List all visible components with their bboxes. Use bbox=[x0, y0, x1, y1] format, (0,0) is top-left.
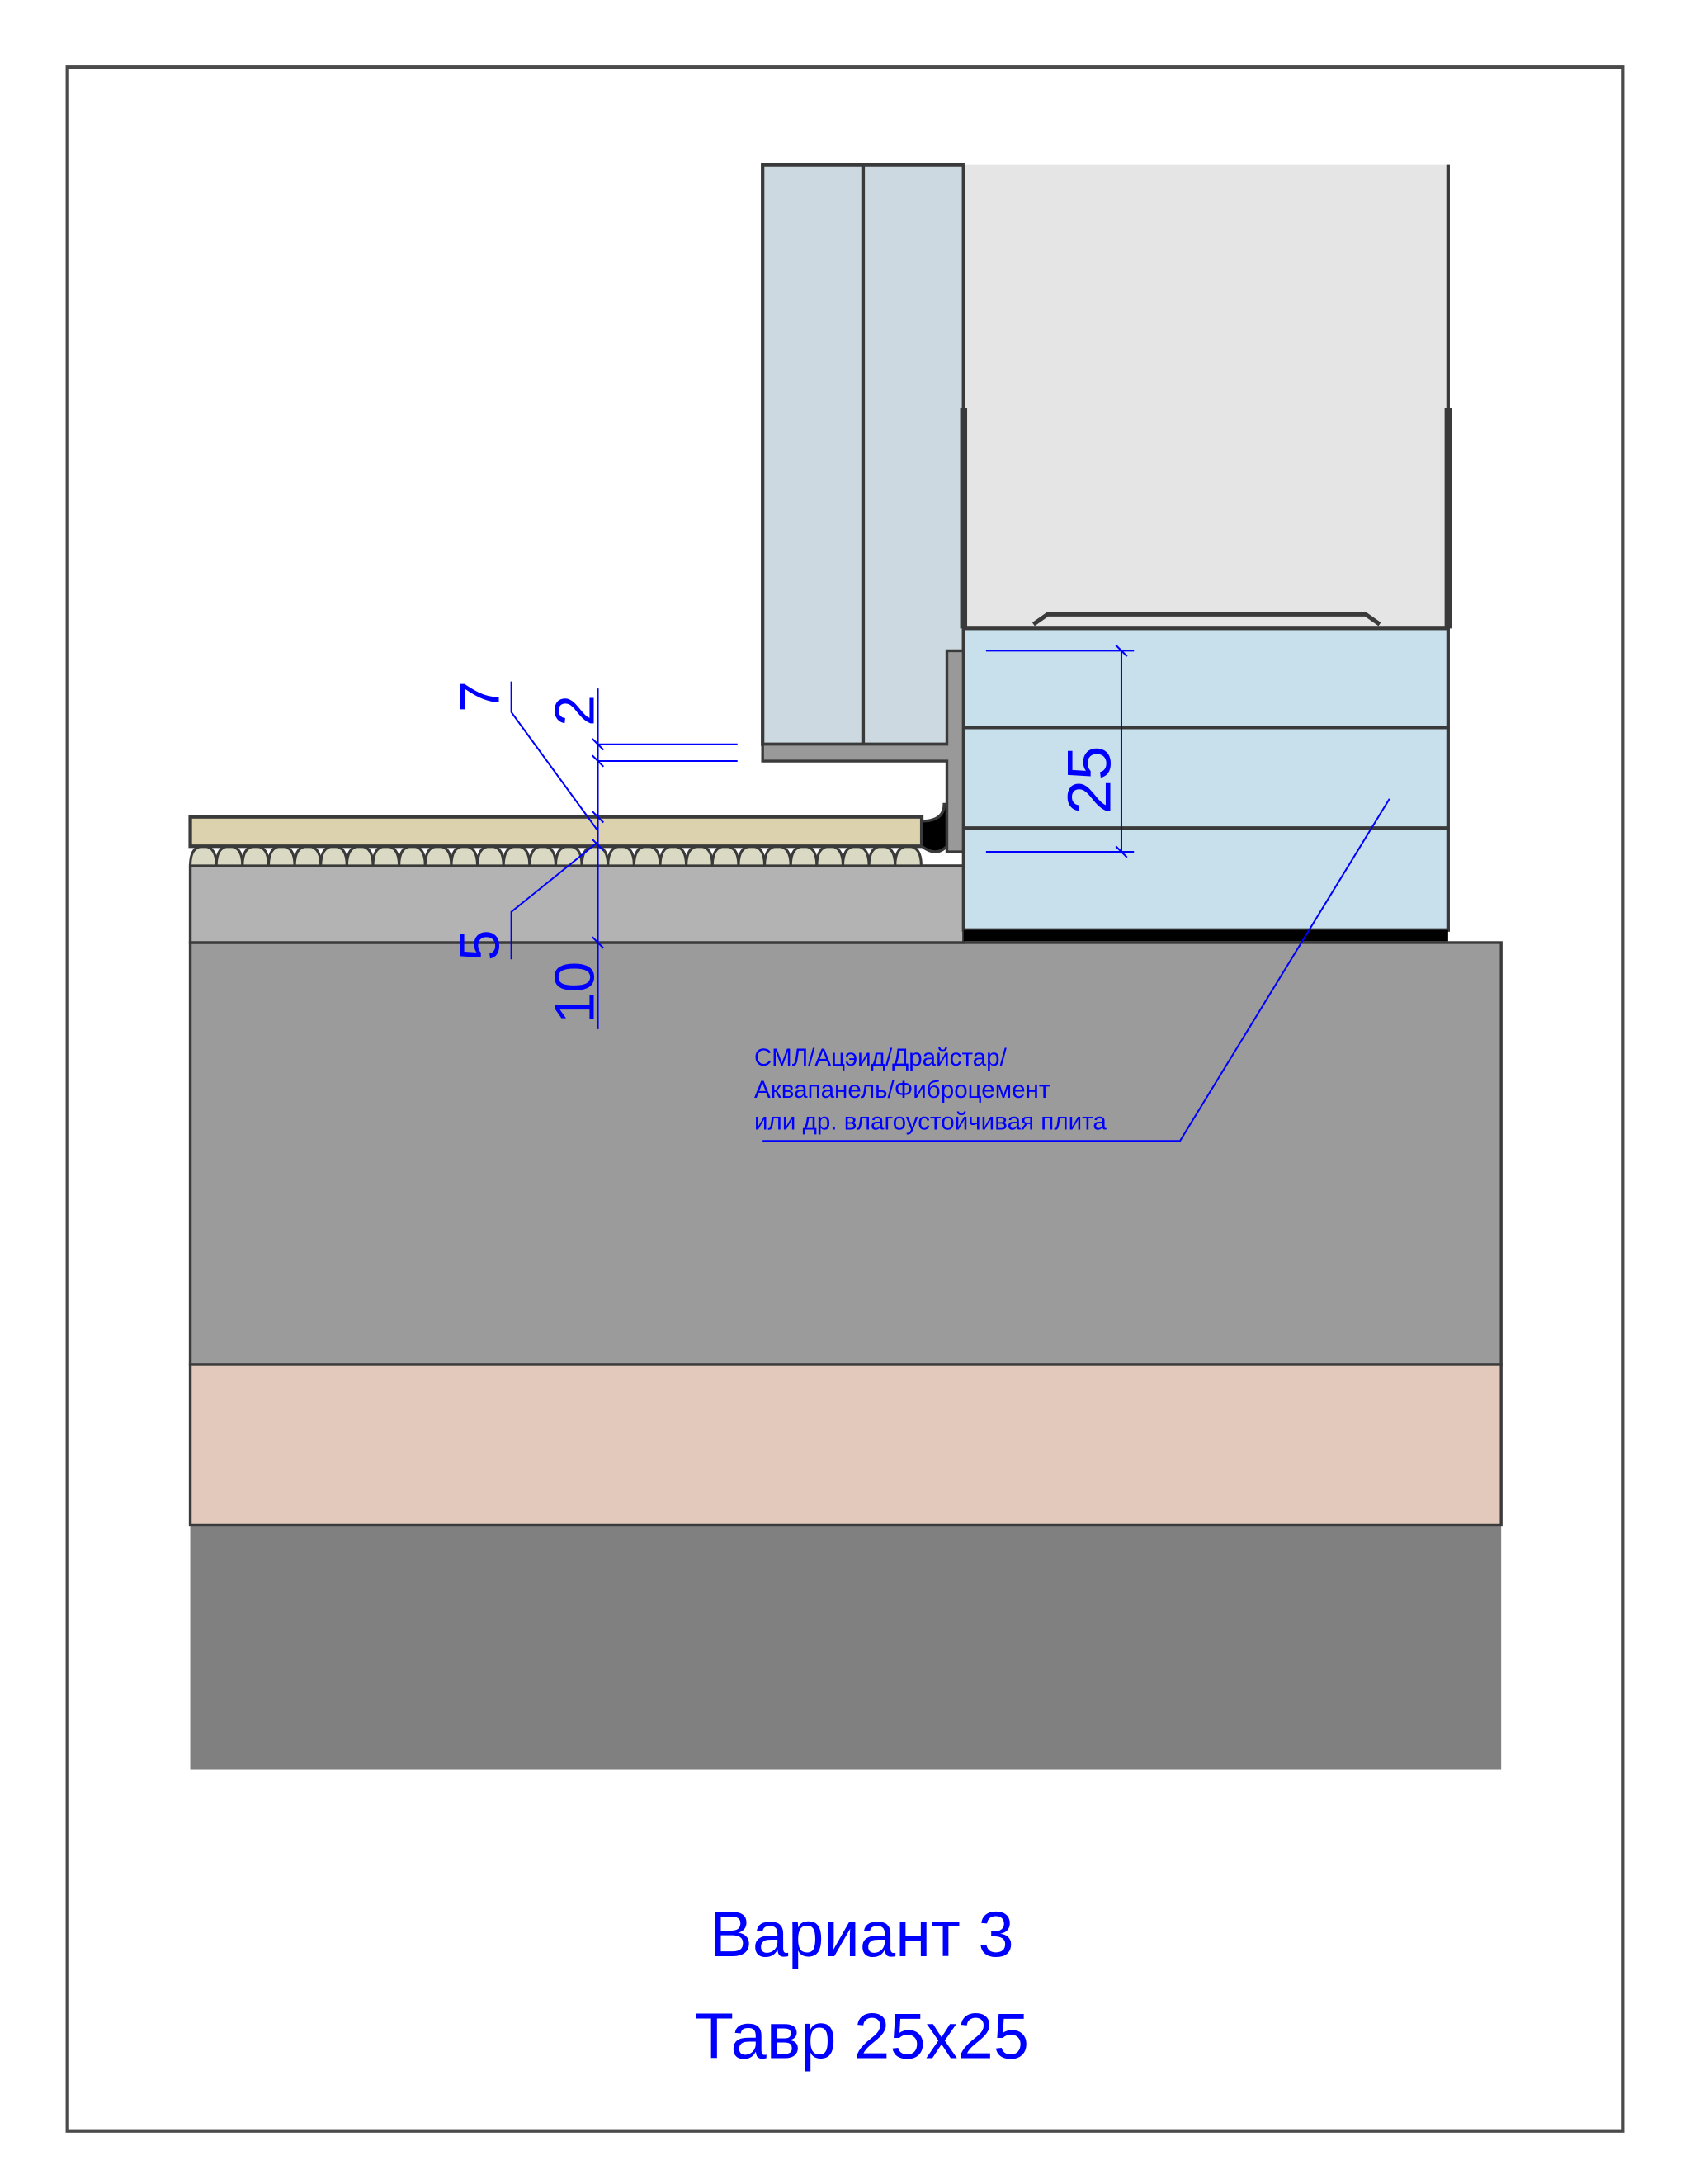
adhesive-bump bbox=[580, 844, 610, 867]
adhesive-bump bbox=[737, 844, 767, 867]
adhesive-bump bbox=[215, 844, 244, 867]
adhesive-bump bbox=[423, 844, 453, 867]
dim-25: 25 bbox=[1055, 746, 1123, 815]
drawing-frame bbox=[65, 65, 1625, 2133]
base-layer bbox=[190, 1525, 1502, 1770]
adhesive-bump bbox=[319, 844, 348, 867]
note-line-1: СМЛ/Ацэид/Драйстар/ bbox=[754, 1044, 1008, 1071]
note-line-2: Аквапанель/Фиброцемент bbox=[754, 1076, 1050, 1104]
dim-2: 2 bbox=[544, 695, 606, 726]
adhesive-bump bbox=[450, 844, 479, 867]
base-profile bbox=[1031, 612, 1381, 626]
dim-10: 10 bbox=[544, 962, 606, 1023]
adhesive-bump bbox=[554, 844, 583, 867]
adhesive-bump bbox=[371, 844, 401, 867]
adhesive-bump bbox=[189, 844, 218, 867]
adhesive-bump bbox=[815, 844, 844, 867]
dim-7: 7 bbox=[449, 681, 511, 712]
adhesive-bump bbox=[867, 844, 897, 867]
moisture-resistant-board bbox=[961, 626, 1450, 932]
adhesive-bump bbox=[607, 844, 635, 867]
leader-line bbox=[762, 798, 1390, 1142]
profile-title: Тавр 25х25 bbox=[695, 2002, 1030, 2073]
dim-5: 5 bbox=[449, 929, 511, 961]
wall-cavity bbox=[963, 164, 1448, 629]
adhesive-bump bbox=[267, 844, 296, 867]
adhesive-bump bbox=[502, 844, 531, 867]
adhesive-bump bbox=[894, 844, 923, 867]
adhesive-bump bbox=[789, 844, 819, 867]
adhesive-bump bbox=[476, 844, 505, 867]
dimension-chain bbox=[510, 681, 738, 1029]
concrete-slab bbox=[188, 941, 1503, 1366]
wall-panel-1 bbox=[761, 163, 866, 746]
adhesive-bump bbox=[710, 844, 740, 867]
adhesive-bump bbox=[841, 844, 871, 867]
screed-layer bbox=[188, 864, 965, 944]
tile-adhesive bbox=[189, 844, 923, 867]
damp-proof-strip bbox=[963, 929, 1448, 942]
adhesive-bump bbox=[763, 844, 792, 867]
adhesive-bump bbox=[685, 844, 714, 867]
adhesive-bump bbox=[528, 844, 557, 867]
adhesive-bump bbox=[659, 844, 688, 867]
variant-title: Вариант 3 bbox=[710, 1899, 1014, 1970]
adhesive-bump bbox=[293, 844, 323, 867]
floor-tile bbox=[188, 815, 924, 849]
adhesive-bump bbox=[241, 844, 270, 867]
adhesive-bump bbox=[398, 844, 427, 867]
wall-panel-2 bbox=[861, 163, 965, 746]
adhesive-bump bbox=[345, 844, 375, 867]
insulation-layer bbox=[188, 1363, 1503, 1527]
dimension-25 bbox=[985, 644, 1135, 858]
note-line-3: или др. влагоустойчивая плита bbox=[754, 1109, 1107, 1136]
adhesive-bump bbox=[632, 844, 662, 867]
